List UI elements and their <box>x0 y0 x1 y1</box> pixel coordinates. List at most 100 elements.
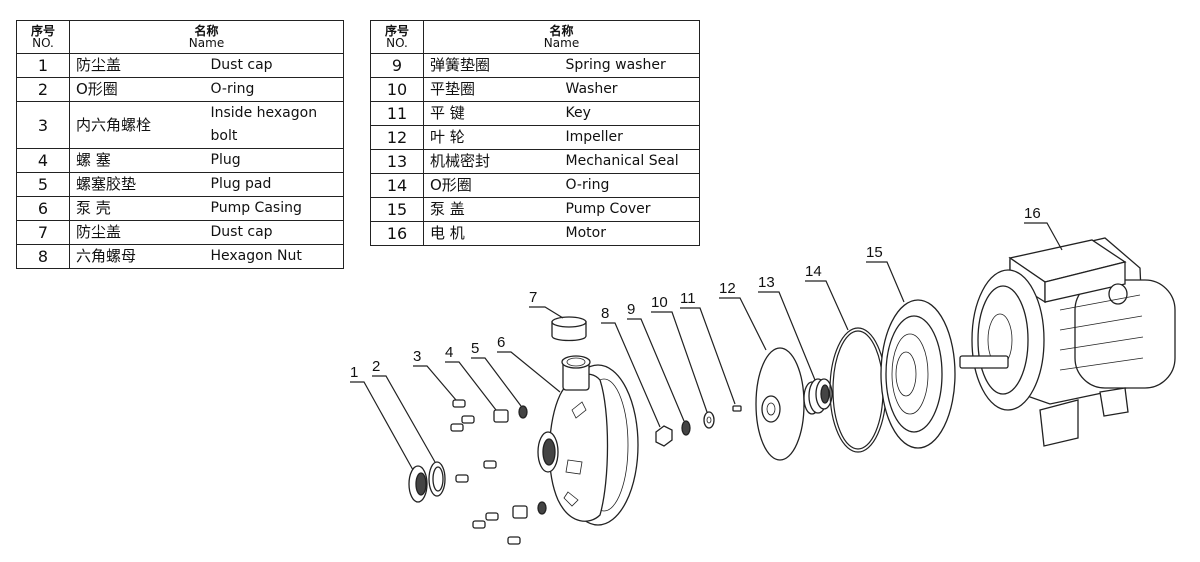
header-name-en: Name <box>188 36 225 50</box>
callout-4: 4 <box>445 344 497 411</box>
bolts-3 <box>450 399 521 545</box>
callout-label: 10 <box>651 294 668 311</box>
dust-cap-7 <box>551 316 587 342</box>
callout-label: 13 <box>758 274 775 291</box>
part-no: 9 <box>370 53 424 78</box>
callout-label: 5 <box>471 340 479 357</box>
callout-label: 9 <box>627 301 635 318</box>
part-no: 13 <box>370 149 424 174</box>
header-no-en: NO. <box>386 36 408 50</box>
header-name-en: Name <box>543 36 580 50</box>
part-no: 14 <box>370 173 424 198</box>
callout-5: 5 <box>471 340 522 407</box>
part-name-en: Washer <box>561 77 700 102</box>
part-name-en: O-ring <box>561 173 700 198</box>
part-name-en: Motor <box>561 221 700 246</box>
table-header-row: 序号 NO. 名称 Name <box>370 20 700 54</box>
header-no-en: NO. <box>32 36 54 50</box>
callout-label: 16 <box>1024 205 1041 222</box>
callout-10: 10 <box>651 294 708 413</box>
callout-2: 2 <box>372 358 436 463</box>
header-no-zh: 序号 <box>30 24 55 38</box>
header-name: 名称 Name <box>423 20 700 54</box>
header-name: 名称 Name <box>69 20 344 54</box>
part-name-en: Pump Cover <box>561 197 700 222</box>
header-name-zh: 名称 <box>194 24 219 38</box>
callout-label: 12 <box>719 280 736 297</box>
motor-16 <box>959 237 1176 447</box>
callout-9: 9 <box>627 301 685 422</box>
part-no: 4 <box>16 148 70 173</box>
callout-14: 14 <box>805 263 849 331</box>
header-name-zh: 名称 <box>549 24 574 38</box>
header-no: 序号 NO. <box>16 20 70 54</box>
spring-washer-9 <box>681 420 691 436</box>
o-ring-2 <box>428 461 446 497</box>
part-name-zh: 叶 轮 <box>423 125 562 150</box>
part-no: 8 <box>16 244 70 269</box>
callout-label: 4 <box>445 344 453 361</box>
part-name-en: O-ring <box>206 77 344 102</box>
callout-11: 11 <box>680 290 736 405</box>
part-name-en: Hexagon Nut <box>206 244 344 269</box>
pump-cover-15 <box>880 299 956 449</box>
part-name-en: Dust cap <box>206 220 344 245</box>
part-name-zh: 六角螺母 <box>69 244 207 269</box>
callout-label: 14 <box>805 263 822 280</box>
callout-label: 8 <box>601 305 609 322</box>
part-name-zh: 防尘盖 <box>69 220 207 245</box>
callout-8: 8 <box>601 305 661 428</box>
callout-1: 1 <box>350 364 414 471</box>
part-no: 15 <box>370 197 424 222</box>
callout-label: 11 <box>680 290 696 307</box>
callout-13: 13 <box>758 274 816 381</box>
table-header-row: 序号 NO. 名称 Name <box>16 20 344 54</box>
part-no: 3 <box>16 101 70 149</box>
part-no: 11 <box>370 101 424 126</box>
callout-label: 15 <box>866 244 883 261</box>
part-name-zh: 内六角螺栓 <box>69 101 207 149</box>
part-name-zh: 平 键 <box>423 101 562 126</box>
part-no: 10 <box>370 77 424 102</box>
part-name-zh: 机械密封 <box>423 149 562 174</box>
part-name-zh: 电 机 <box>423 221 562 246</box>
part-name-en: Spring washer <box>561 53 700 78</box>
callout-16: 16 <box>1024 205 1063 251</box>
callout-label: 2 <box>372 358 380 375</box>
callout-12: 12 <box>719 280 767 351</box>
o-ring-14 <box>829 327 887 453</box>
part-name-zh: 弹簧垫圈 <box>423 53 562 78</box>
header-no: 序号 NO. <box>370 20 424 54</box>
callout-7: 7 <box>529 289 564 319</box>
key-11 <box>732 405 742 412</box>
pump-casing-6 <box>537 355 639 526</box>
dust-cap-1 <box>408 465 428 503</box>
part-name-zh: 泵 盖 <box>423 197 562 222</box>
part-no: 12 <box>370 125 424 150</box>
callout-6: 6 <box>497 334 561 393</box>
header-no-zh: 序号 <box>384 24 409 38</box>
callout-label: 6 <box>497 334 505 351</box>
callout-15: 15 <box>866 244 905 303</box>
plugs-4 <box>493 409 528 519</box>
part-name-zh: 平垫圈 <box>423 77 562 102</box>
washer-10 <box>703 411 715 429</box>
part-name-en: Plug <box>206 148 344 173</box>
callout-label: 7 <box>529 289 537 306</box>
hex-nut-8 <box>655 425 673 447</box>
callout-label: 1 <box>350 364 358 381</box>
mechanical-seal-13 <box>803 378 833 415</box>
